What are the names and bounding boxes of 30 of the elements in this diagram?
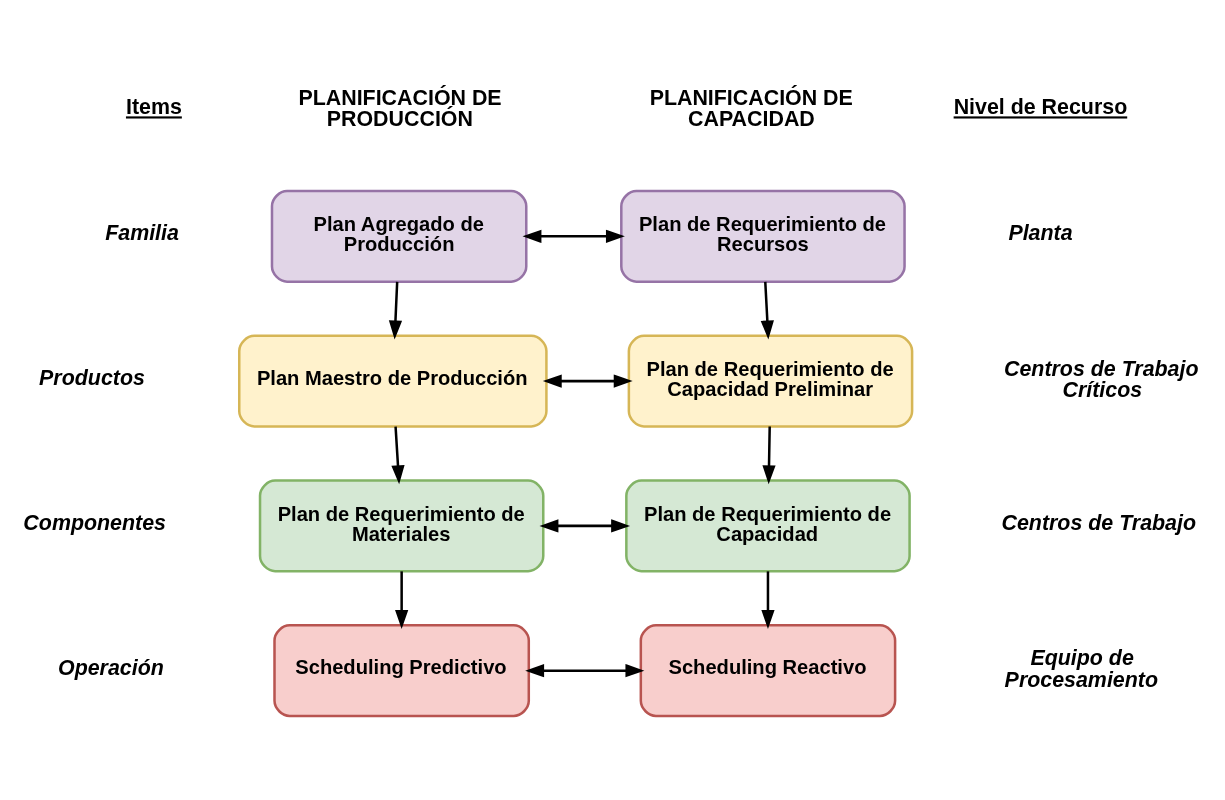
arrow	[522, 229, 625, 243]
node-box: Plan de Requerimiento de Capacidad	[625, 479, 911, 573]
label: Productos	[39, 366, 145, 391]
label: Componentes	[23, 510, 166, 535]
label: Equipo de Procesamiento	[1004, 646, 1158, 692]
node-box: Plan Maestro de Producción	[238, 334, 548, 428]
node-box: Plan de Requerimiento de Materiales	[258, 479, 545, 573]
node-box: Scheduling Reactivo	[639, 624, 897, 718]
label: Centros de Trabajo	[1001, 510, 1197, 535]
arrow	[542, 374, 633, 388]
label: Familia	[105, 221, 179, 246]
arrow	[395, 571, 409, 629]
label: Operación	[57, 655, 164, 680]
node-box: Scheduling Predictivo	[273, 624, 531, 718]
arrow	[539, 519, 631, 533]
arrow	[760, 281, 774, 340]
label: Nivel de Recurso	[953, 95, 1128, 120]
node-box: Plan de Requerimiento de Recursos	[620, 189, 906, 283]
node-box: Plan de Requerimiento de Capacidad Preliminar	[627, 334, 914, 428]
label: Centros de Trabajo Críticos	[1003, 356, 1199, 402]
arrow	[525, 664, 645, 678]
node-box: Plan Agregado de Producción	[270, 189, 528, 283]
arrow	[391, 426, 405, 485]
arrow	[762, 426, 776, 485]
label: PLANIFICACIÓN DE CAPACIDAD	[649, 85, 853, 132]
label: Items	[125, 95, 182, 120]
arrow	[761, 571, 775, 629]
label: Planta	[1008, 221, 1073, 246]
arrow	[388, 281, 403, 340]
label: PLANIFICACIÓN DE PRODUCCIÓN	[298, 85, 502, 132]
